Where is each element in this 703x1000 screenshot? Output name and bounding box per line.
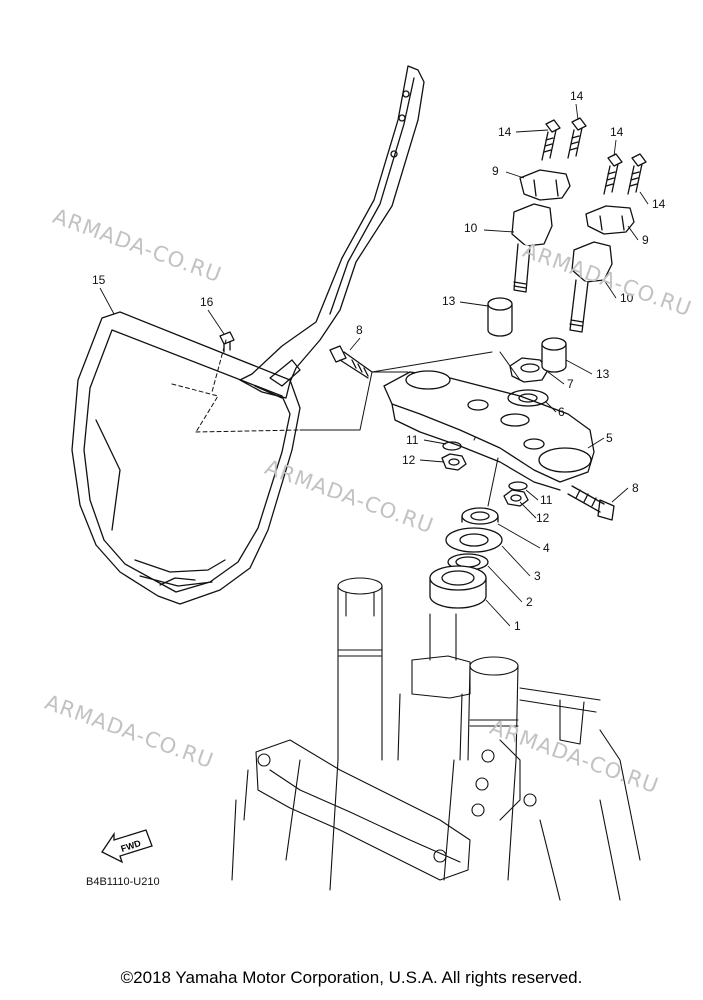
- washer-11-left: [442, 441, 462, 451]
- fwd-arrow-icon: [101, 829, 153, 864]
- bearing-1: [429, 565, 487, 609]
- lower-clamp-10-left: [511, 203, 553, 293]
- bolt-14-c: [603, 153, 623, 195]
- washer-3: [445, 527, 503, 553]
- callout-10-left: 10: [464, 221, 478, 235]
- callout-14-b: 14: [498, 125, 512, 139]
- reference-lines: [171, 339, 301, 433]
- bolt-8-left: [329, 345, 373, 379]
- bolt-14-d: [627, 153, 647, 195]
- callout-13-left: 13: [442, 294, 456, 308]
- bolt-8-right: [567, 485, 615, 521]
- callout-10-right: 10: [620, 291, 634, 305]
- callout-14-a: 14: [570, 89, 584, 103]
- nut-12-left: [441, 453, 467, 471]
- callout-5: 5: [606, 431, 613, 445]
- callout-8-right: 8: [632, 481, 639, 495]
- lower-clamp-10-right: [569, 241, 613, 333]
- callout-14-d: 14: [652, 197, 666, 211]
- upper-clamp-9-left: [519, 169, 571, 201]
- bolt-16: [219, 331, 235, 353]
- steering-nut-7: [509, 357, 549, 383]
- callout-15: 15: [92, 273, 106, 287]
- callout-4: 4: [543, 541, 550, 555]
- callout-1: 1: [514, 619, 521, 633]
- callout-12-left: 12: [402, 453, 416, 467]
- callout-9-right: 9: [642, 233, 649, 247]
- callout-7: 7: [567, 377, 574, 391]
- callout-leaders: [99, 103, 649, 627]
- callout-labels: 1 2 3 4 5 6 7 8 8 9 9 10 10 11 11 12 12 …: [92, 89, 666, 633]
- front-forks: [285, 577, 519, 891]
- callout-6: 6: [558, 405, 565, 419]
- damper-13-right: [541, 337, 567, 373]
- washer-11-right: [508, 481, 528, 491]
- lower-bracket: [231, 739, 471, 881]
- callout-11-right: 11: [540, 493, 553, 507]
- nut-12-right: [503, 489, 529, 507]
- frame-section: [471, 687, 641, 901]
- plate-stay: [239, 65, 425, 399]
- callout-12-right: 12: [536, 511, 550, 525]
- diagram-code: B4B1110-U210: [86, 876, 160, 888]
- damper-13-left: [487, 297, 513, 337]
- upper-clamp-9-right: [585, 205, 635, 235]
- callout-16: 16: [200, 295, 214, 309]
- callout-3: 3: [534, 569, 541, 583]
- copyright-notice: ©2018 Yamaha Motor Corporation, U.S.A. A…: [120, 968, 583, 987]
- ring-nut-4: [461, 507, 499, 525]
- washer-6: [507, 389, 549, 407]
- bolt-14-a: [541, 119, 561, 161]
- callout-11-left: 11: [406, 433, 419, 447]
- number-plate: [71, 311, 301, 605]
- upper-bracket: [383, 370, 595, 491]
- bolt-14-b: [567, 117, 587, 159]
- callout-8-left: 8: [356, 323, 363, 337]
- callout-2: 2: [526, 595, 533, 609]
- callout-14-c: 14: [610, 125, 624, 139]
- callout-13-right: 13: [596, 367, 610, 381]
- callout-9-left: 9: [492, 164, 499, 178]
